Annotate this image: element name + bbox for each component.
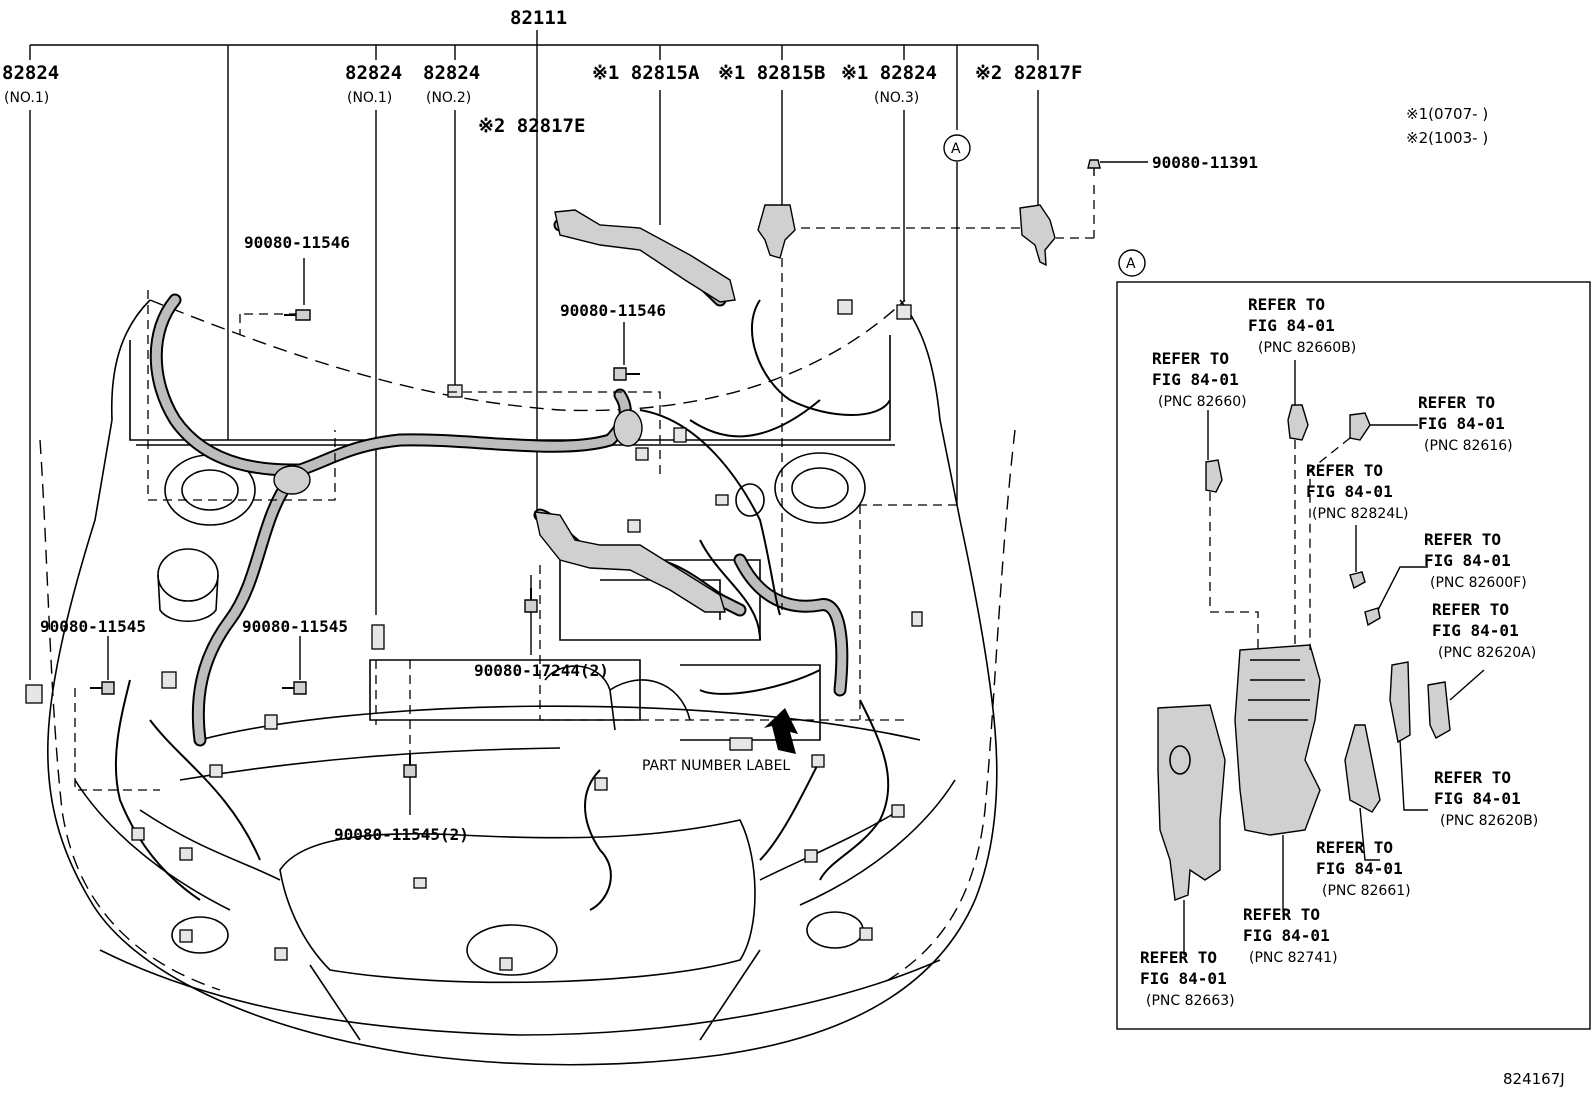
part-number-label-text: PART NUMBER LABEL xyxy=(642,758,790,774)
callout-90080-11546-a: 90080-11546 xyxy=(244,233,350,252)
relay-82661-icon xyxy=(1344,724,1381,813)
callout-82817e: ※2 82817E xyxy=(478,115,585,137)
svg-text:REFER TO: REFER TO xyxy=(1432,600,1509,619)
svg-text:FIG 84-01: FIG 84-01 xyxy=(1306,482,1393,501)
legend-note-2: ※2(1003- ) xyxy=(1406,129,1488,147)
marker-a-text: A xyxy=(951,141,961,157)
svg-text:REFER TO: REFER TO xyxy=(1434,768,1511,787)
refer-82616: REFER TO FIG 84-01 (PNC 82616) xyxy=(1418,393,1513,454)
clamp-82815b xyxy=(757,204,796,259)
svg-text:FIG 84-01: FIG 84-01 xyxy=(1243,926,1330,945)
svg-text:FIG 84-01: FIG 84-01 xyxy=(1152,370,1239,389)
refer-82663: REFER TO FIG 84-01 (PNC 82663) xyxy=(1140,948,1235,1009)
refer-82620a: REFER TO FIG 84-01 (PNC 82620A) xyxy=(1432,600,1536,661)
callout-82824-no3-sub: (NO.3) xyxy=(874,90,919,106)
relay-82616-icon xyxy=(1349,412,1371,441)
svg-text:REFER TO: REFER TO xyxy=(1152,349,1229,368)
bracket-82817f xyxy=(1019,204,1056,267)
callout-82817f: ※2 82817F xyxy=(975,62,1082,84)
callout-90080-11546-b: 90080-11546 xyxy=(560,301,666,320)
svg-text:REFER TO: REFER TO xyxy=(1418,393,1495,412)
svg-text:REFER TO: REFER TO xyxy=(1424,530,1501,549)
svg-text:(PNC 82661): (PNC 82661) xyxy=(1322,883,1411,899)
svg-text:REFER TO: REFER TO xyxy=(1248,295,1325,314)
legend-note-1: ※1(0707- ) xyxy=(1406,105,1488,123)
grommet-left xyxy=(273,465,311,495)
callout-82824-mid1: 82824 xyxy=(345,62,402,84)
svg-text:(PNC 82660): (PNC 82660) xyxy=(1158,394,1247,410)
svg-text:(PNC 82741): (PNC 82741) xyxy=(1249,950,1338,966)
callout-labels: 82111 82824 (NO.1) 82824 (NO.1) 82824 (N… xyxy=(2,7,1258,844)
svg-text:FIG 84-01: FIG 84-01 xyxy=(1424,551,1511,570)
wire-harness xyxy=(114,218,891,911)
marker-a-circle xyxy=(943,134,971,162)
refer-82600f: REFER TO FIG 84-01 (PNC 82600F) xyxy=(1424,530,1527,591)
svg-text:(PNC 82620B): (PNC 82620B) xyxy=(1440,813,1538,829)
inset-refer-labels: REFER TO FIG 84-01 (PNC 82660B) REFER TO… xyxy=(1140,295,1538,1009)
callout-82815a: ※1 82815A xyxy=(592,62,700,84)
svg-text:(PNC 82663): (PNC 82663) xyxy=(1146,993,1235,1009)
figure-id: 824167J xyxy=(1503,1070,1565,1088)
callout-82824-left-sub: (NO.1) xyxy=(4,90,49,106)
callout-90080-17244: 90080-17244(2) xyxy=(474,661,609,680)
refer-82620b: REFER TO FIG 84-01 (PNC 82620B) xyxy=(1434,768,1538,829)
relay-82620b-icon xyxy=(1389,661,1411,744)
svg-text:(PNC 82824L): (PNC 82824L) xyxy=(1312,506,1408,522)
inset-marker-circle xyxy=(1118,249,1146,277)
legend-notes: ※1(0707- ) ※2(1003- ) xyxy=(1406,105,1488,147)
svg-text:(PNC 82616): (PNC 82616) xyxy=(1424,438,1513,454)
relay-82824l-icon xyxy=(1349,571,1366,590)
callout-82824-mid2-sub: (NO.2) xyxy=(426,90,471,106)
callout-90080-11545-a: 90080-11545 xyxy=(40,617,146,636)
refer-82741: REFER TO FIG 84-01 (PNC 82741) xyxy=(1243,905,1338,966)
callout-82824-mid1-sub: (NO.1) xyxy=(347,90,392,106)
callout-82824-mid2: 82824 xyxy=(423,62,480,84)
relay-82600f-icon xyxy=(1364,607,1381,627)
callout-leader-lines xyxy=(29,30,1148,815)
harness-protector-82815a xyxy=(554,209,736,303)
harness-parts xyxy=(25,159,1101,971)
grommet-center xyxy=(613,409,643,447)
svg-text:FIG 84-01: FIG 84-01 xyxy=(1316,859,1403,878)
svg-text:FIG 84-01: FIG 84-01 xyxy=(1418,414,1505,433)
fuse-box-icon xyxy=(1157,704,1226,901)
relay-block-icon xyxy=(1234,644,1321,836)
refer-82661: REFER TO FIG 84-01 (PNC 82661) xyxy=(1316,838,1411,899)
relay-82620a-icon xyxy=(1427,681,1451,739)
svg-text:REFER TO: REFER TO xyxy=(1140,948,1217,967)
inset-a: A xyxy=(1116,249,1591,1030)
svg-text:FIG 84-01: FIG 84-01 xyxy=(1434,789,1521,808)
engine-bay-artwork xyxy=(39,299,1016,1066)
svg-text:FIG 84-01: FIG 84-01 xyxy=(1248,316,1335,335)
svg-text:REFER TO: REFER TO xyxy=(1316,838,1393,857)
svg-text:(PNC 82620A): (PNC 82620A) xyxy=(1438,645,1536,661)
svg-text:REFER TO: REFER TO xyxy=(1243,905,1320,924)
svg-text:FIG 84-01: FIG 84-01 xyxy=(1432,621,1519,640)
callout-90080-11391: 90080-11391 xyxy=(1152,153,1258,172)
inset-marker-text: A xyxy=(1126,256,1136,272)
refer-82824l: REFER TO FIG 84-01 (PNC 82824L) xyxy=(1306,461,1408,522)
callout-82111: 82111 xyxy=(510,7,567,29)
svg-text:(PNC 82660B): (PNC 82660B) xyxy=(1258,340,1356,356)
callout-90080-11545-b: 90080-11545 xyxy=(242,617,348,636)
callout-82824-no3: ※1 82824 xyxy=(841,62,937,84)
connector-icons xyxy=(25,299,923,971)
refer-82660b: REFER TO FIG 84-01 (PNC 82660B) xyxy=(1248,295,1356,356)
svg-text:REFER TO: REFER TO xyxy=(1306,461,1383,480)
relay-82660b-icon xyxy=(1287,404,1309,441)
relay-82660-icon xyxy=(1205,459,1223,493)
refer-82660: REFER TO FIG 84-01 (PNC 82660) xyxy=(1152,349,1247,410)
protector-82817e xyxy=(534,511,726,613)
callout-82824-left: 82824 xyxy=(2,62,59,84)
svg-text:FIG 84-01: FIG 84-01 xyxy=(1140,969,1227,988)
inset-frame xyxy=(1116,281,1591,1030)
svg-text:(PNC 82600F): (PNC 82600F) xyxy=(1430,575,1527,591)
callout-82815b: ※1 82815B xyxy=(718,62,825,84)
bolt-icon xyxy=(90,159,1101,778)
